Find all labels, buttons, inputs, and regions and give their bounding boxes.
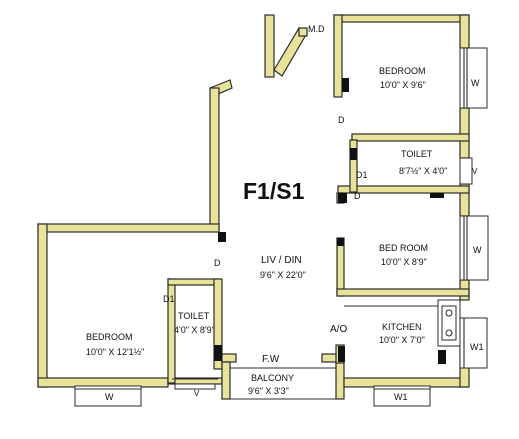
bedroom-right-name: BED ROOM bbox=[379, 243, 428, 253]
wall-right-outer-2 bbox=[459, 107, 470, 159]
window-label-kitchen: W1 bbox=[470, 342, 484, 352]
mark-d1-top: D1 bbox=[356, 170, 368, 180]
door-toilet-top bbox=[350, 148, 357, 160]
toilet-left-name: TOILET bbox=[178, 311, 210, 321]
wall-balcony-left bbox=[221, 361, 231, 400]
wall-left-bedroom-top bbox=[37, 223, 220, 233]
wall-liv-left bbox=[209, 87, 220, 231]
wall-top-edge bbox=[333, 14, 470, 23]
wall-bedroom-right-bottom bbox=[336, 288, 470, 297]
kitchen-name: KITCHEN bbox=[382, 322, 422, 332]
wall-toilet-left-top bbox=[167, 278, 221, 286]
window-label-right: W bbox=[473, 245, 482, 255]
wall-bedroom-top-bottom bbox=[351, 133, 470, 142]
balcony-name: BALCONY bbox=[251, 373, 294, 383]
window-kitchen-bottom bbox=[373, 385, 431, 407]
wall-bedroom-top-left bbox=[333, 14, 343, 98]
liv-din-name: LIV / DIN bbox=[261, 255, 302, 266]
toilet-top-size: 8'7½" X 4'0" bbox=[399, 166, 447, 176]
wall-toilet-top-left bbox=[349, 139, 358, 193]
door-marks bbox=[214, 78, 444, 362]
wall-top-stub bbox=[264, 14, 275, 78]
bedroom-top-name: BEDROOM bbox=[379, 66, 426, 76]
door-liv bbox=[218, 232, 226, 242]
wall-balcony-right bbox=[335, 361, 345, 400]
mark-d-top: D bbox=[338, 115, 345, 125]
liv-din-size: 9'6" X 22'0" bbox=[260, 270, 306, 280]
door-toilet-bottom-right bbox=[430, 193, 444, 198]
window-toilet-top bbox=[459, 157, 473, 185]
door-bedroom-top bbox=[342, 78, 349, 92]
mark-d-liv: D bbox=[214, 258, 221, 268]
door-toilet-bottom bbox=[338, 193, 347, 203]
window-left-bedroom bbox=[74, 385, 142, 407]
bedroom-left-size: 10'0" X 12'1½" bbox=[86, 347, 144, 357]
wall-bedroom-right-left bbox=[336, 237, 345, 297]
window-bedroom-right bbox=[459, 215, 489, 281]
mark-d1-left: D1 bbox=[163, 294, 175, 304]
toilet-top-name: TOILET bbox=[401, 149, 433, 159]
wall-toilet-top-bottom bbox=[337, 185, 470, 194]
wall-md-stub bbox=[298, 27, 308, 37]
window-label-top: W bbox=[471, 78, 480, 88]
mark-d-toilet-top: D bbox=[354, 191, 361, 201]
bedroom-right-size: 10'0" X 8'9" bbox=[381, 257, 427, 267]
door-toilet-left bbox=[214, 345, 222, 361]
balcony-size: 9'6" X 3'3" bbox=[248, 386, 289, 396]
wall-left-outer bbox=[37, 223, 48, 388]
bedroom-top-size: 10'0" X 9'6" bbox=[380, 80, 426, 90]
wall-toilet-right bbox=[213, 278, 223, 370]
mark-fw: F.W bbox=[262, 354, 280, 365]
window-label-left: W bbox=[105, 392, 114, 402]
labels: F1/S1 M.D BEDROOM 10'0" X 9'6" W D TOILE… bbox=[86, 24, 484, 402]
mark-v-left: V bbox=[194, 389, 200, 398]
plan-title: F1/S1 bbox=[243, 178, 305, 204]
door-bedroom-right bbox=[337, 238, 344, 246]
windows bbox=[74, 47, 489, 407]
kitchen-size: 10'0" X 7'0" bbox=[379, 335, 425, 345]
door-ao bbox=[338, 346, 345, 362]
toilet-left-size: 4'0" X 8'9" bbox=[174, 325, 215, 335]
mark-md: M.D bbox=[308, 24, 325, 34]
mark-ao: A/O bbox=[330, 324, 347, 335]
kitchen-stove-icon bbox=[437, 299, 461, 364]
wall-fw-left bbox=[221, 353, 237, 363]
window-label-bottom: W1 bbox=[394, 392, 408, 402]
window-toilet-left bbox=[174, 383, 216, 390]
wall-right-outer-1 bbox=[459, 14, 470, 49]
bedroom-left-name: BEDROOM bbox=[86, 332, 133, 342]
mark-v-top: V bbox=[472, 167, 478, 176]
